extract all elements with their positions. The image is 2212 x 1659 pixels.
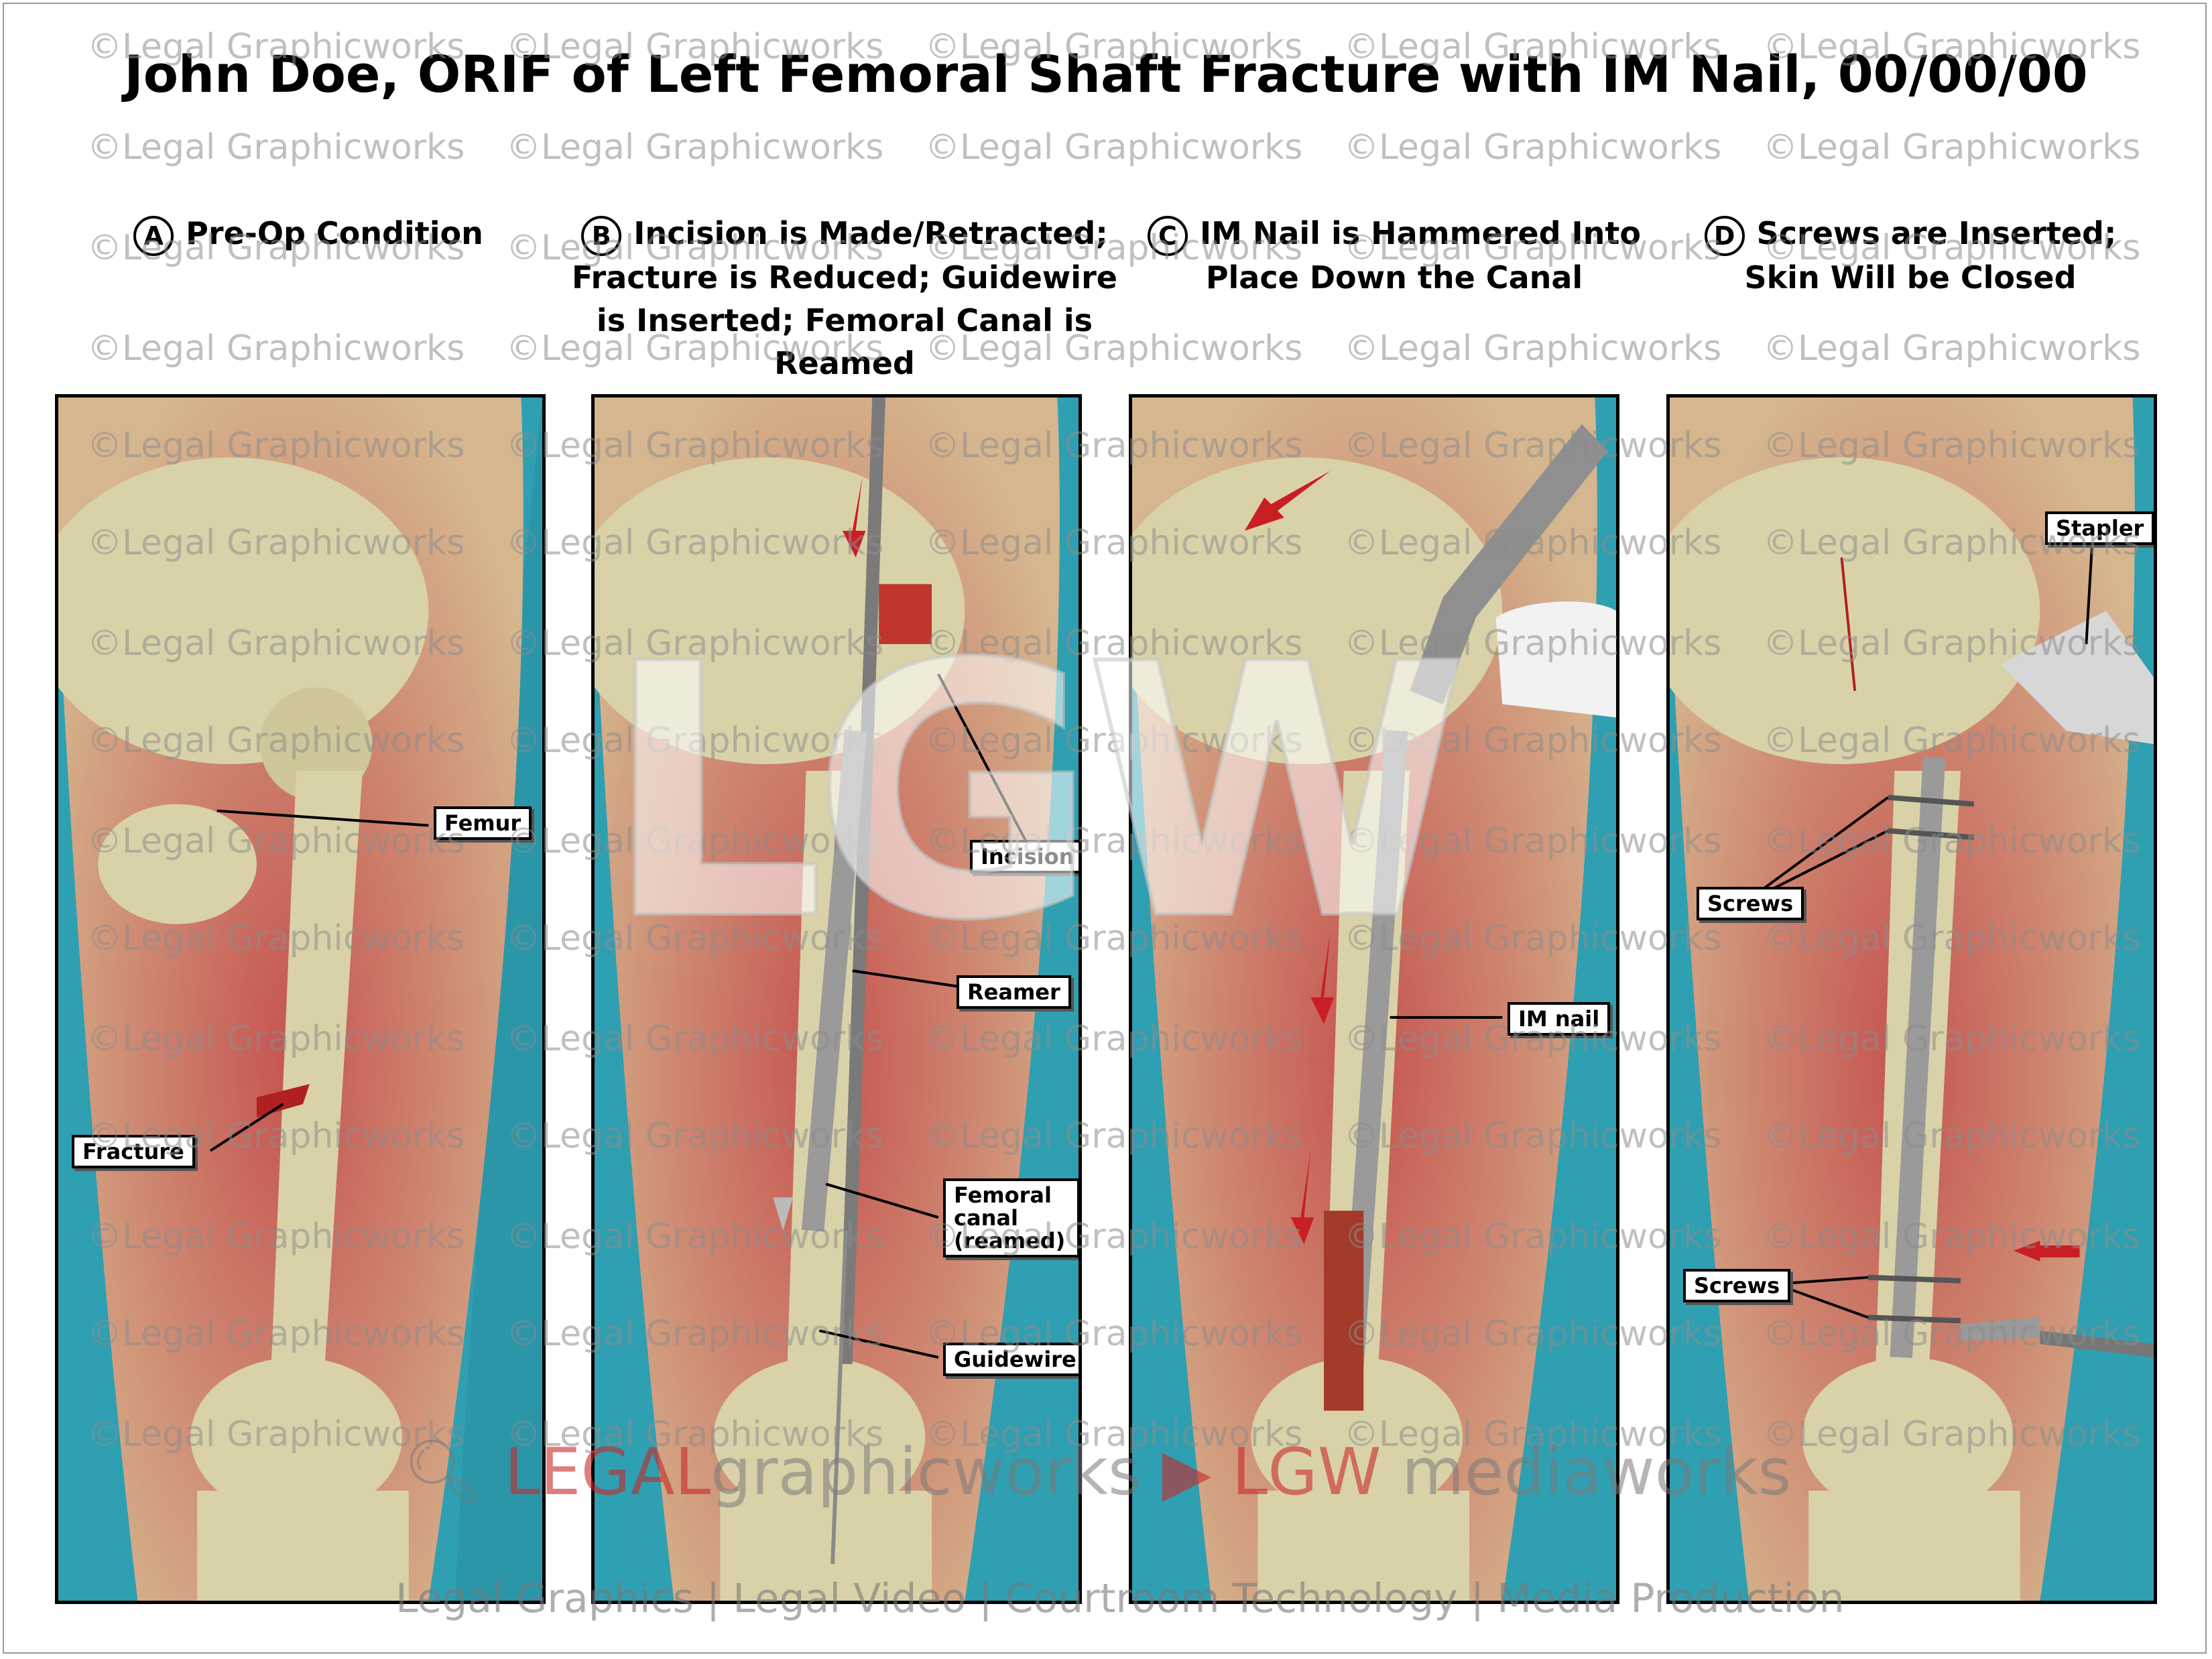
magnifier-icon: 🔍︎: [402, 1434, 484, 1510]
label-im-nail: IM nail: [1508, 1002, 1611, 1036]
step-d-text: Screws are Inserted; Skin Will be Closed: [1744, 215, 2117, 296]
step-letter-b: B: [581, 215, 622, 256]
lgw-logo-watermark: LGW: [601, 588, 1471, 998]
step-a-text: Pre-Op Condition: [186, 215, 483, 251]
label-femur: Femur: [434, 806, 532, 840]
label-screws-proximal: Screws: [1697, 887, 1804, 920]
panel-d-screws: Stapler Screws Screws: [1666, 394, 2157, 1604]
page-title: John Doe, ORIF of Left Femoral Shaft Fra…: [124, 44, 2088, 104]
label-screws-distal: Screws: [1683, 1269, 1791, 1302]
panel-a-illustration: [58, 397, 542, 1601]
label-fracture: Fracture: [72, 1135, 195, 1168]
brand-graphicworks: graphicworks: [711, 1434, 1142, 1510]
step-letter-a: A: [133, 215, 174, 256]
panel-d-illustration: [1670, 397, 2154, 1601]
play-icon: ▶: [1162, 1434, 1212, 1510]
brand-legal: LEGAL: [504, 1434, 711, 1510]
label-guidewire: Guidewire: [943, 1343, 1079, 1376]
brand-mediaworks: mediaworks: [1402, 1434, 1792, 1510]
brand-tagline: Legal Graphics | Legal Video | Courtroom…: [395, 1575, 1845, 1622]
step-letter-d: D: [1704, 215, 1745, 256]
step-c-heading: C IM Nail is Hammered Into Place Down the…: [1140, 212, 1649, 299]
brand-lgw: LGW: [1231, 1434, 1381, 1510]
label-reamer: Reamer: [957, 975, 1071, 1009]
panel-c-illustration: [1132, 397, 1616, 1601]
label-incision: Incision: [970, 840, 1079, 873]
brand-watermark: 🔍︎ LEGALgraphicworks ▶ LGW mediaworks: [402, 1434, 1791, 1510]
step-a-heading: A Pre-Op Condition: [107, 212, 509, 256]
page-frame: [3, 3, 2207, 1654]
panel-a-preop: Femur Fracture: [55, 394, 546, 1604]
step-letter-c: C: [1147, 215, 1188, 256]
step-c-text: IM Nail is Hammered Into Place Down the …: [1199, 215, 1642, 296]
label-femoral-canal: Femoral canal (reamed): [943, 1178, 1079, 1257]
panel-c-nailing: IM nail: [1129, 394, 1619, 1604]
step-b-text: Incision is Made/Retracted; Fracture is …: [572, 215, 1117, 381]
label-stapler: Stapler: [2045, 511, 2154, 545]
panel-b-reaming: Incision Reamer Femoral canal (reamed) G…: [591, 394, 1082, 1604]
